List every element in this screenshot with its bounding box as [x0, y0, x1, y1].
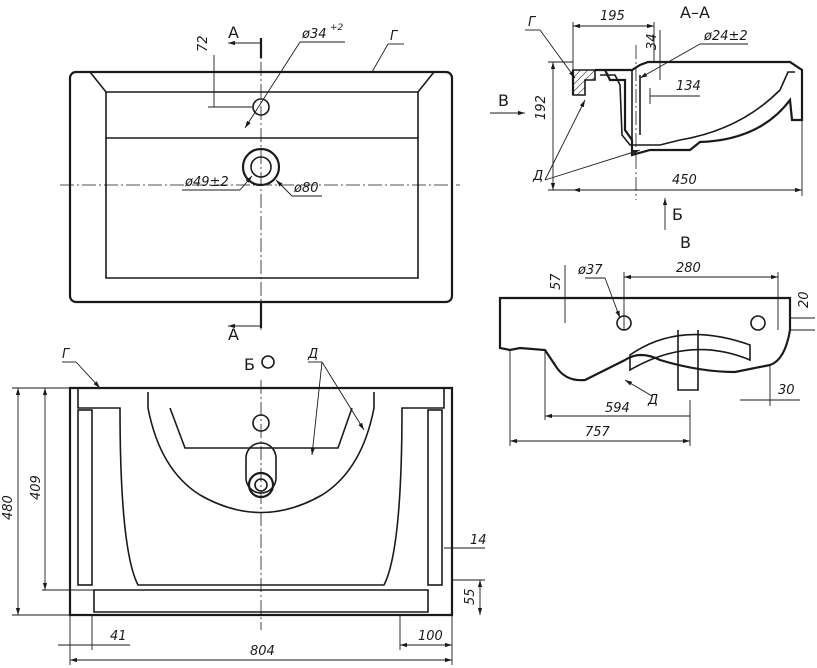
label-d-side: Д: [647, 393, 658, 408]
dim-34: 34: [645, 33, 660, 50]
top-view: А А 72 ø34 +2 Г ø49±2 ø80: [60, 23, 460, 344]
dim-195: 195: [600, 9, 625, 24]
dim-192: 192: [534, 95, 549, 120]
arrow-v-label: В: [498, 91, 509, 110]
dim-72: 72: [196, 35, 211, 52]
dim-55: 55: [463, 588, 478, 605]
dim-450: 450: [672, 173, 697, 188]
dim-57: 57: [549, 273, 564, 290]
side-outline: [498, 296, 792, 382]
section-body: [571, 60, 804, 157]
rim-inner-edge: [89, 71, 435, 93]
dim-409: 409: [29, 475, 44, 500]
drain-outer: [241, 147, 281, 187]
section-mark-top: А: [228, 23, 239, 42]
faucet-hole: [252, 98, 270, 116]
dim-100: 100: [418, 629, 443, 644]
view-b: Б Г Д 480 409 14: [1, 347, 487, 665]
dim-757: 757: [585, 425, 611, 440]
label-g-section: Г: [528, 15, 537, 30]
section-inner-wall: [600, 71, 795, 146]
dim-804: 804: [250, 644, 275, 659]
view-b-title: Б: [244, 355, 255, 374]
dim-d24: ø24±2: [703, 29, 748, 44]
dim-280: 280: [676, 261, 701, 276]
section-mark-bottom: А: [228, 325, 239, 344]
dim-480: 480: [1, 495, 16, 520]
label-d-section: Д: [532, 169, 543, 184]
dim-20: 20: [797, 291, 812, 308]
arrow-b-label: Б: [672, 205, 683, 224]
dim-30: 30: [778, 383, 795, 398]
label-d-front: Д: [307, 347, 318, 362]
dim-d34: ø34: [301, 27, 327, 42]
dim-14: 14: [470, 533, 487, 548]
dim-134: 134: [676, 79, 701, 94]
dim-41: 41: [110, 629, 127, 644]
dim-d34-tol: +2: [330, 23, 344, 33]
view-v-title: В: [680, 233, 691, 252]
drain-inner: [250, 156, 272, 178]
view-v: В 57 ø37 280 20 Д 594 30: [498, 233, 815, 446]
dim-d49: ø49±2: [184, 175, 229, 190]
dim-594: 594: [605, 401, 630, 416]
section-aa: А–А 195 Г 34 ø24±2 134 192: [490, 3, 804, 230]
dim-d80: ø80: [293, 181, 319, 196]
bowl-outline: [105, 137, 419, 279]
section-aa-title: А–А: [680, 3, 710, 22]
label-g-top: Г: [390, 29, 399, 44]
side-bowl: [629, 333, 751, 372]
label-g-front: Г: [62, 347, 71, 362]
section-rim-hatch: [572, 69, 596, 96]
dim-d37: ø37: [577, 263, 603, 278]
side-drain: [677, 330, 699, 391]
